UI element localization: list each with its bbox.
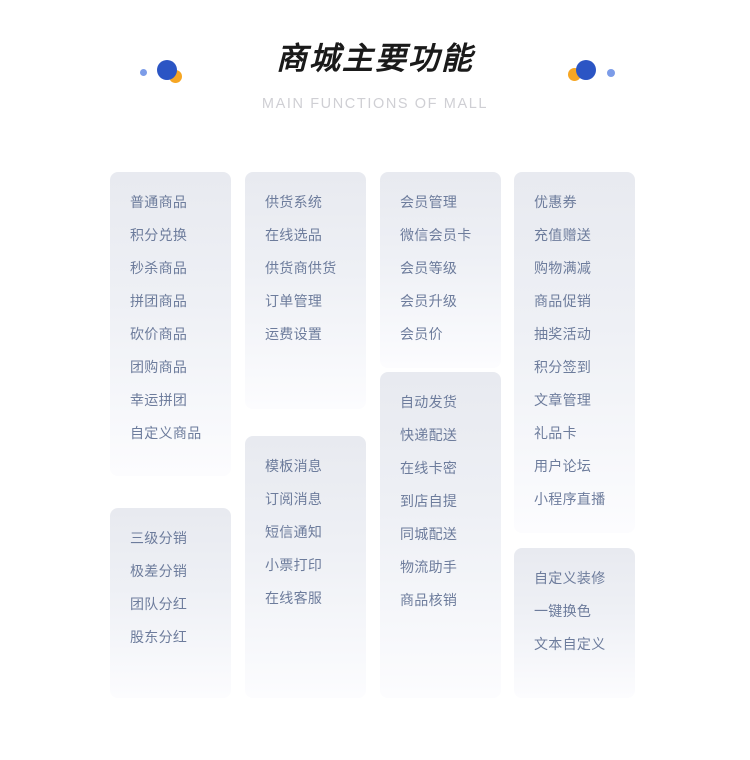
feature-item[interactable]: 物流助手 <box>400 559 458 575</box>
feature-item[interactable]: 股东分红 <box>130 629 188 645</box>
large-blue-dot-icon <box>576 60 596 80</box>
feature-item[interactable]: 优惠券 <box>534 194 577 210</box>
feature-item[interactable]: 砍价商品 <box>130 326 188 342</box>
message-card: 模板消息订阅消息短信通知小票打印在线客服 <box>245 436 366 698</box>
page-header: 商城主要功能 MAIN FUNCTIONS OF MALL <box>0 0 750 160</box>
decorative-dots-left <box>135 50 215 100</box>
feature-item[interactable]: 会员等级 <box>400 260 458 276</box>
feature-item[interactable]: 自定义装修 <box>534 570 606 586</box>
feature-item[interactable]: 文章管理 <box>534 392 592 408</box>
feature-item[interactable]: 文本自定义 <box>534 636 606 652</box>
feature-item[interactable]: 积分签到 <box>534 359 592 375</box>
feature-item[interactable]: 订单管理 <box>265 293 323 309</box>
feature-item[interactable]: 秒杀商品 <box>130 260 188 276</box>
feature-item[interactable]: 在线卡密 <box>400 460 458 476</box>
feature-item[interactable]: 商品核销 <box>400 592 458 608</box>
feature-item[interactable]: 商品促销 <box>534 293 592 309</box>
delivery-card: 自动发货快递配送在线卡密到店自提同城配送物流助手商品核销 <box>380 372 501 698</box>
feature-item[interactable]: 运费设置 <box>265 326 323 342</box>
feature-item[interactable]: 会员升级 <box>400 293 458 309</box>
feature-item[interactable]: 小程序直播 <box>534 491 606 507</box>
feature-item[interactable]: 在线客服 <box>265 590 323 606</box>
feature-item[interactable]: 供货商供货 <box>265 260 337 276</box>
feature-item[interactable]: 礼品卡 <box>534 425 577 441</box>
goods-card: 普通商品积分兑换秒杀商品拼团商品砍价商品团购商品幸运拼团自定义商品 <box>110 172 231 476</box>
feature-item[interactable]: 小票打印 <box>265 557 323 573</box>
feature-item[interactable]: 同城配送 <box>400 526 458 542</box>
feature-item[interactable]: 自定义商品 <box>130 425 202 441</box>
feature-item[interactable]: 积分兑换 <box>130 227 188 243</box>
feature-item[interactable]: 在线选品 <box>265 227 323 243</box>
feature-item[interactable]: 幸运拼团 <box>130 392 188 408</box>
customization-card: 自定义装修一键换色文本自定义 <box>514 548 635 698</box>
page-subtitle: MAIN FUNCTIONS OF MALL <box>261 96 489 112</box>
member-card: 会员管理微信会员卡会员等级会员升级会员价 <box>380 172 501 368</box>
feature-item[interactable]: 模板消息 <box>265 458 323 474</box>
feature-item[interactable]: 短信通知 <box>265 524 323 540</box>
page-title: 商城主要功能 <box>276 41 474 76</box>
feature-item[interactable]: 抽奖活动 <box>534 326 592 342</box>
decorative-dots-right <box>560 50 640 100</box>
feature-item[interactable]: 会员管理 <box>400 194 458 210</box>
marketing-card: 优惠券充值赠送购物满减商品促销抽奖活动积分签到文章管理礼品卡用户论坛小程序直播 <box>514 172 635 533</box>
feature-item[interactable]: 极差分销 <box>130 563 188 579</box>
distribution-card: 三级分销极差分销团队分红股东分红 <box>110 508 231 698</box>
feature-item[interactable]: 用户论坛 <box>534 458 592 474</box>
feature-item[interactable]: 充值赠送 <box>534 227 592 243</box>
feature-item[interactable]: 团队分红 <box>130 596 188 612</box>
feature-item[interactable]: 一键换色 <box>534 603 592 619</box>
feature-item[interactable]: 会员价 <box>400 326 443 342</box>
feature-item[interactable]: 订阅消息 <box>265 491 323 507</box>
feature-card-board: 普通商品积分兑换秒杀商品拼团商品砍价商品团购商品幸运拼团自定义商品三级分销极差分… <box>0 160 750 760</box>
feature-item[interactable]: 普通商品 <box>130 194 188 210</box>
supply-card: 供货系统在线选品供货商供货订单管理运费设置 <box>245 172 366 409</box>
feature-item[interactable]: 供货系统 <box>265 194 323 210</box>
small-blue-dot-icon <box>140 69 147 76</box>
large-blue-dot-icon <box>157 60 177 80</box>
feature-item[interactable]: 微信会员卡 <box>400 227 472 243</box>
small-blue-dot-icon <box>607 69 615 77</box>
feature-item[interactable]: 自动发货 <box>400 394 458 410</box>
feature-item[interactable]: 到店自提 <box>400 493 458 509</box>
feature-item[interactable]: 团购商品 <box>130 359 188 375</box>
feature-item[interactable]: 拼团商品 <box>130 293 188 309</box>
feature-item[interactable]: 快递配送 <box>400 427 458 443</box>
feature-item[interactable]: 三级分销 <box>130 530 188 546</box>
feature-item[interactable]: 购物满减 <box>534 260 592 276</box>
